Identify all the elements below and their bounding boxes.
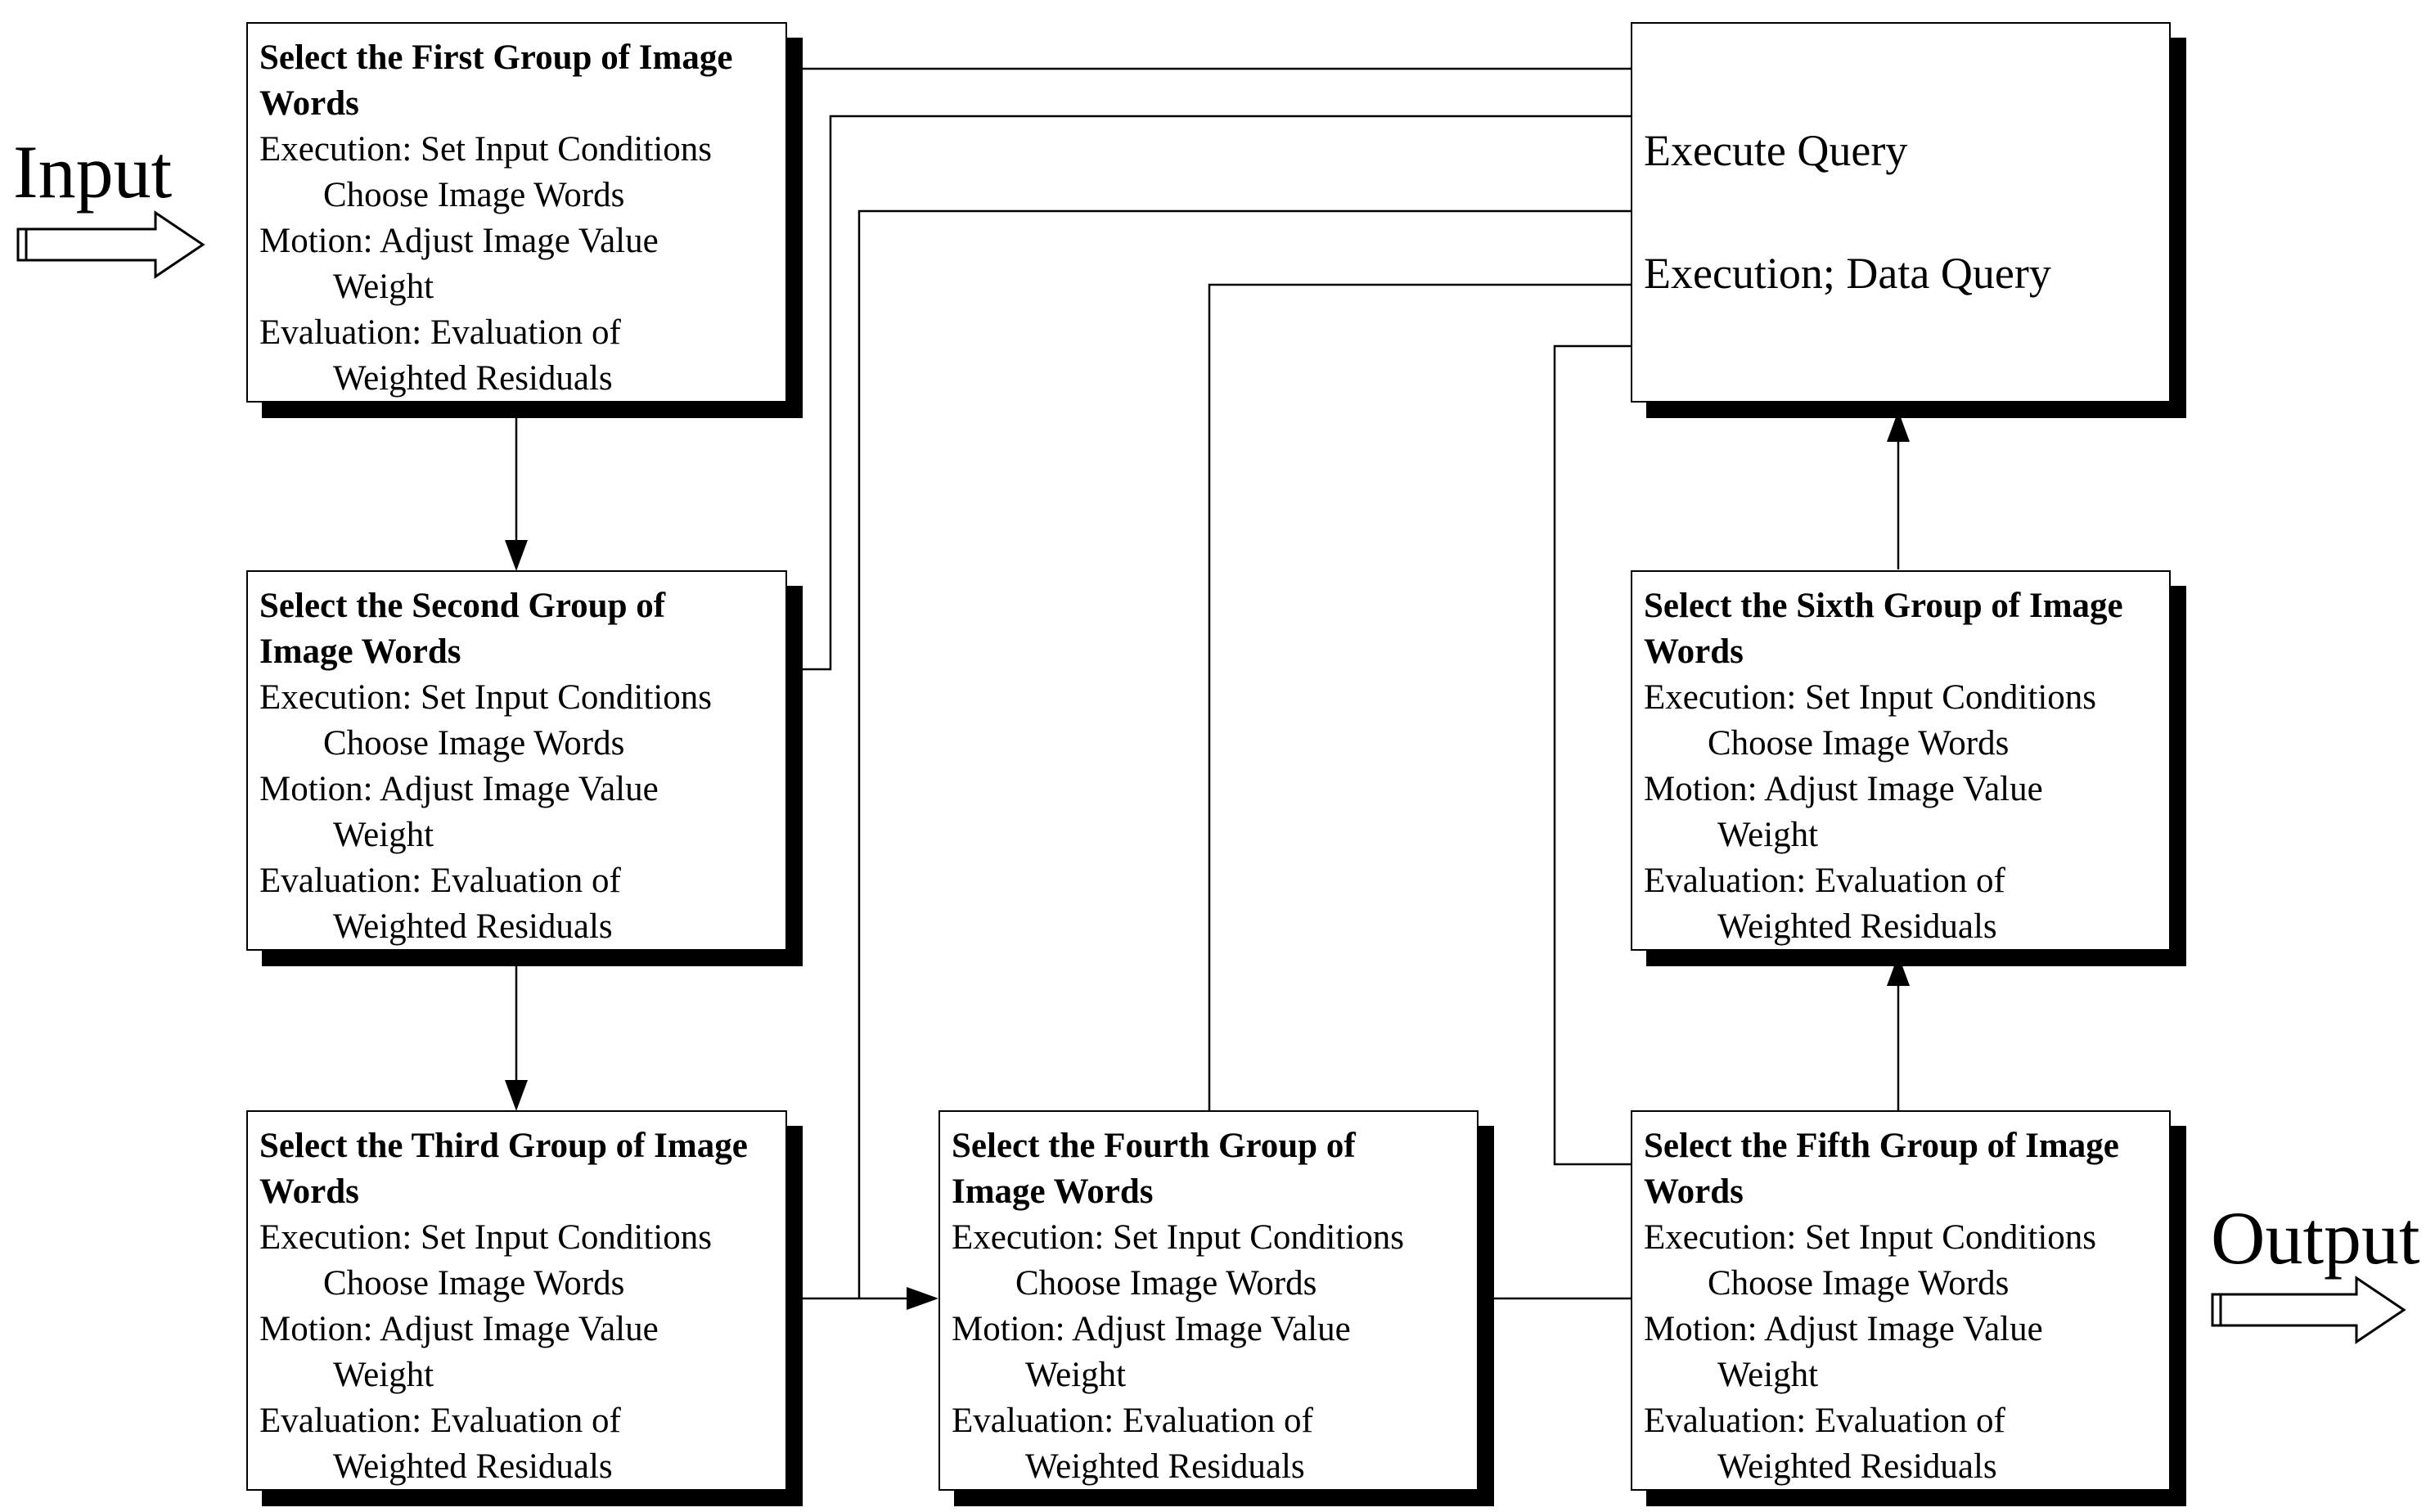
execution-text: Execution: Set Input Conditions [1644,678,2096,717]
motion-text: Weight [333,816,434,854]
evaluation-text: Weighted Residuals [333,907,613,946]
motion-text: Motion: Adjust Image Value [259,1310,659,1348]
execution-text: Execution: Set Input Conditions [259,1218,712,1257]
execution-text: Choose Image Words [1708,1264,2010,1303]
group-title: Words [1644,632,1744,671]
motion-text: Weight [1025,1356,1127,1394]
execution-text: Execution: Set Input Conditions [259,130,712,169]
group-box-sixth: Select the Sixth Group of Image Words Ex… [1631,570,2171,951]
arrow-group4-to-query [1208,283,1632,1110]
arrowhead-icon [1887,955,1910,986]
arrow-group5-to-query [1553,344,1632,1166]
group-title: Select the Fourth Group of [952,1127,1356,1165]
group-box-first: Select the First Group of Image Words Ex… [246,22,787,403]
group-box-fourth: Select the Fourth Group of Image Words E… [938,1110,1479,1491]
motion-text: Weight [1717,816,1819,854]
motion-text: Weight [333,268,434,306]
output-arrow-icon [2211,1276,2406,1344]
execution-text: Choose Image Words [323,176,625,214]
input-arrow-icon [16,210,205,279]
group-box-second: Select the Second Group of Image Words E… [246,570,787,951]
motion-text: Motion: Adjust Image Value [1644,770,2043,808]
execution-text: Choose Image Words [323,1264,625,1303]
group-title: Select the Sixth Group of Image [1644,587,2123,625]
motion-text: Motion: Adjust Image Value [259,222,659,260]
evaluation-text: Evaluation: Evaluation of [1644,1402,2005,1440]
group-title: Words [259,84,359,123]
motion-text: Motion: Adjust Image Value [259,770,659,808]
motion-text: Motion: Adjust Image Value [952,1310,1351,1348]
group-box-third: Select the Third Group of Image Words Ex… [246,1110,787,1491]
arrow-group2-to-query [803,115,1632,671]
query-execution: Execution; Data Query [1644,249,2051,298]
arrowhead-icon [505,1080,528,1111]
execution-text: Choose Image Words [1015,1264,1317,1303]
query-title: Execute Query [1644,126,1908,175]
arrowhead-icon [1887,411,1910,442]
group-title: Image Words [952,1172,1154,1211]
output-label: Output [2211,1196,2420,1280]
evaluation-text: Evaluation: Evaluation of [259,313,621,352]
arrowhead-icon [505,540,528,571]
group-title: Select the Third Group of Image [259,1127,748,1165]
execution-text: Choose Image Words [323,724,625,763]
group-box-fifth: Select the Fifth Group of Image Words Ex… [1631,1110,2171,1491]
arrowhead-icon [907,1287,938,1310]
group-title: Image Words [259,632,461,671]
input-label: Input [13,130,173,214]
evaluation-text: Evaluation: Evaluation of [259,1402,621,1440]
evaluation-text: Evaluation: Evaluation of [259,862,621,900]
evaluation-text: Weighted Residuals [1717,1447,1997,1486]
evaluation-text: Weighted Residuals [1025,1447,1305,1486]
execution-text: Choose Image Words [1708,724,2010,763]
group-title: Select the First Group of Image [259,38,733,77]
motion-text: Weight [333,1356,434,1394]
execution-text: Execution: Set Input Conditions [259,678,712,717]
arrow-group3-to-query [857,209,1632,1298]
motion-text: Motion: Adjust Image Value [1644,1310,2043,1348]
execution-text: Execution: Set Input Conditions [1644,1218,2096,1257]
evaluation-text: Weighted Residuals [333,1447,613,1486]
evaluation-text: Evaluation: Evaluation of [1644,862,2005,900]
execution-text: Execution: Set Input Conditions [952,1218,1404,1257]
group-title: Words [1644,1172,1744,1211]
motion-text: Weight [1717,1356,1819,1394]
evaluation-text: Evaluation: Evaluation of [952,1402,1313,1440]
execute-query-box: Execute Query Execution; Data Query [1631,22,2171,403]
evaluation-text: Weighted Residuals [333,359,613,398]
group-title: Select the Fifth Group of Image [1644,1127,2119,1165]
group-title: Select the Second Group of [259,587,666,625]
group-title: Words [259,1172,359,1211]
evaluation-text: Weighted Residuals [1717,907,1997,946]
